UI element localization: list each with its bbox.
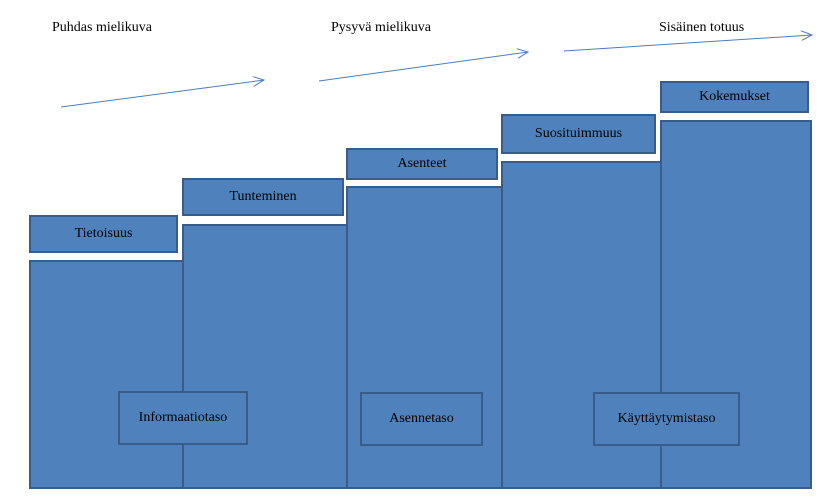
level-label-asennetaso: Asennetaso [360,392,483,446]
arrow-1 [60,80,264,108]
step-label-kokemukset: Kokemukset [660,81,809,113]
step-label-suosituimmuus: Suosituimmuus [501,114,656,154]
arrow-2 [318,52,528,82]
step-bar-2 [182,224,348,489]
top-label-pysyva-mielikuva: Pysyvä mielikuva [331,20,431,35]
top-label-sisainen-totuus: Sisäinen totuus [659,20,745,35]
step-label-tietoisuus: Tietoisuus [29,215,178,253]
top-label-puhdas-mielikuva: Puhdas mielikuva [52,20,152,35]
arrow-3 [563,35,812,52]
level-label-informaatiotaso: Informaatiotaso [118,391,248,445]
level-label-kayttaytymistaso: Käyttäytymistaso [593,392,740,446]
step-bar-1 [29,260,184,489]
step-label-asenteet: Asenteet [346,148,498,180]
step-label-tunteminen: Tunteminen [182,178,344,216]
